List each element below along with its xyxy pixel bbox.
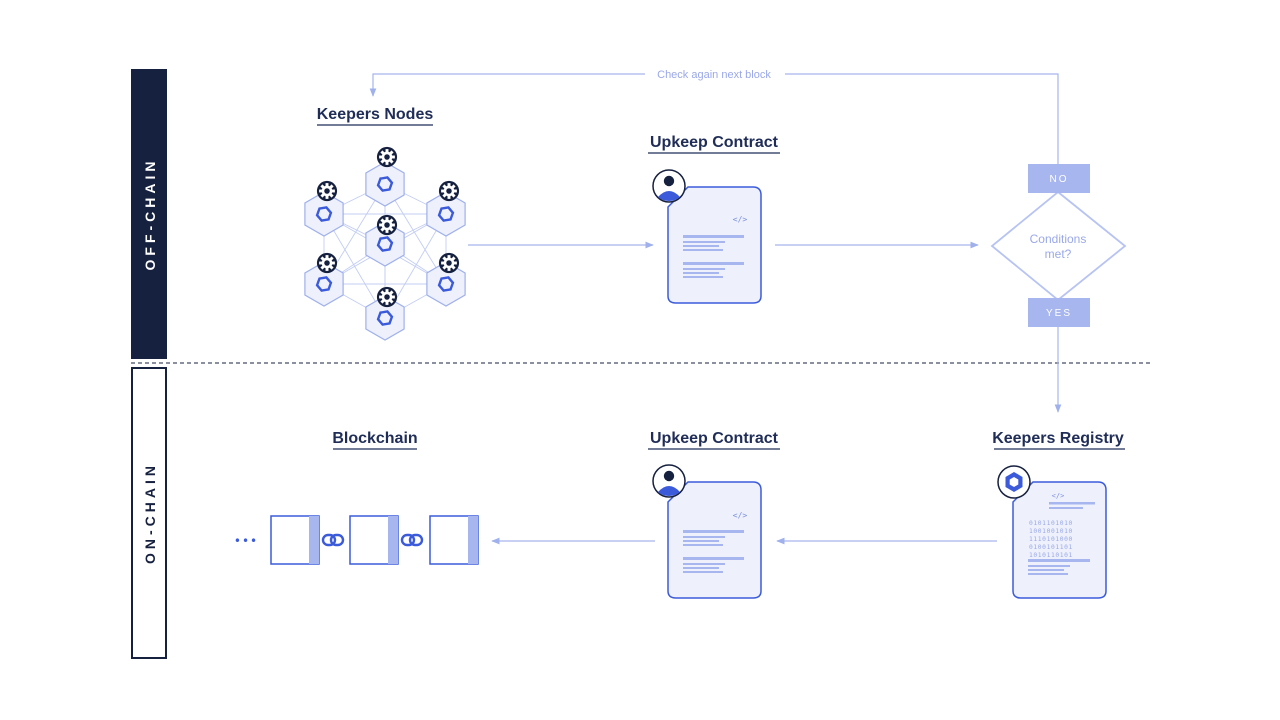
decision-text-line1: Conditions xyxy=(1030,232,1087,246)
user-icon xyxy=(652,169,686,203)
gear-icon xyxy=(438,180,460,202)
upkeep-bottom-title: Upkeep Contract xyxy=(650,430,779,447)
off-chain-label: OFF-CHAIN xyxy=(142,158,158,271)
keepers-nodes-title: Keepers Nodes xyxy=(317,106,434,123)
keepers-registry: Keepers Registry </> 0101101010 10010010… xyxy=(992,430,1125,599)
binary-line-4: 0100101101 xyxy=(1029,544,1073,551)
blockchain-title: Blockchain xyxy=(332,430,417,447)
keeper-node xyxy=(304,191,344,237)
keeper-node xyxy=(304,261,344,307)
node-network xyxy=(304,146,466,341)
chainlink-icon xyxy=(376,176,394,192)
binary-line-5: 1010110101 xyxy=(1029,552,1073,559)
blockchain-ellipsis: ••• xyxy=(234,534,258,548)
code-tag-registry: </> xyxy=(1052,492,1065,500)
link-icon xyxy=(321,533,345,547)
chainlink-icon xyxy=(376,236,394,252)
gear-icon xyxy=(316,180,338,202)
no-label: NO xyxy=(1050,174,1069,185)
no-badge xyxy=(1028,164,1090,193)
upkeep-contract-bottom: Upkeep Contract </> xyxy=(648,430,780,599)
keeper-node xyxy=(426,261,466,307)
binary-line-1: 0101101010 xyxy=(1029,520,1073,527)
keeper-node xyxy=(365,295,405,341)
gear-icon xyxy=(438,252,460,274)
keeper-node xyxy=(365,161,405,207)
block-3 xyxy=(429,515,479,565)
yes-label: YES xyxy=(1046,308,1072,319)
upkeep-contract-top: Upkeep Contract </> xyxy=(648,134,780,304)
registry-title: Keepers Registry xyxy=(992,430,1124,447)
blockchain: Blockchain ••• xyxy=(234,430,479,565)
block-1 xyxy=(270,515,320,565)
loop-label: Check again next block xyxy=(657,69,771,81)
gear-icon xyxy=(376,146,398,168)
code-tag-bottom: </> xyxy=(733,511,748,520)
user-icon xyxy=(652,464,686,498)
upkeep-top-title: Upkeep Contract xyxy=(650,134,779,151)
binary-line-3: 1110101000 xyxy=(1029,536,1073,543)
chainlink-icon xyxy=(376,310,394,326)
gear-icon xyxy=(316,252,338,274)
loop-arrow: Check again next block xyxy=(369,66,1059,164)
on-chain-label: ON-CHAIN xyxy=(142,462,158,564)
keeper-node xyxy=(426,191,466,237)
gear-icon xyxy=(376,214,398,236)
yes-badge xyxy=(1028,298,1090,327)
chainlink-icon xyxy=(437,276,455,292)
code-tag-top: </> xyxy=(733,215,748,224)
binary-line-2: 1001001010 xyxy=(1029,528,1073,535)
off-chain-lane: OFF-CHAIN xyxy=(131,69,167,359)
link-icon xyxy=(400,533,424,547)
keeper-node xyxy=(365,221,405,267)
chainlink-icon xyxy=(315,276,333,292)
chainlink-icon xyxy=(437,206,455,222)
gear-icon xyxy=(376,286,398,308)
keepers-nodes: Keepers Nodes xyxy=(304,106,466,341)
chainlink-icon xyxy=(997,465,1031,499)
chainlink-icon xyxy=(315,206,333,222)
block-2 xyxy=(349,515,399,565)
on-chain-lane: ON-CHAIN xyxy=(131,367,167,659)
conditions-decision: Conditions met? NO YES xyxy=(990,164,1127,327)
decision-text-line2: met? xyxy=(1045,247,1072,261)
